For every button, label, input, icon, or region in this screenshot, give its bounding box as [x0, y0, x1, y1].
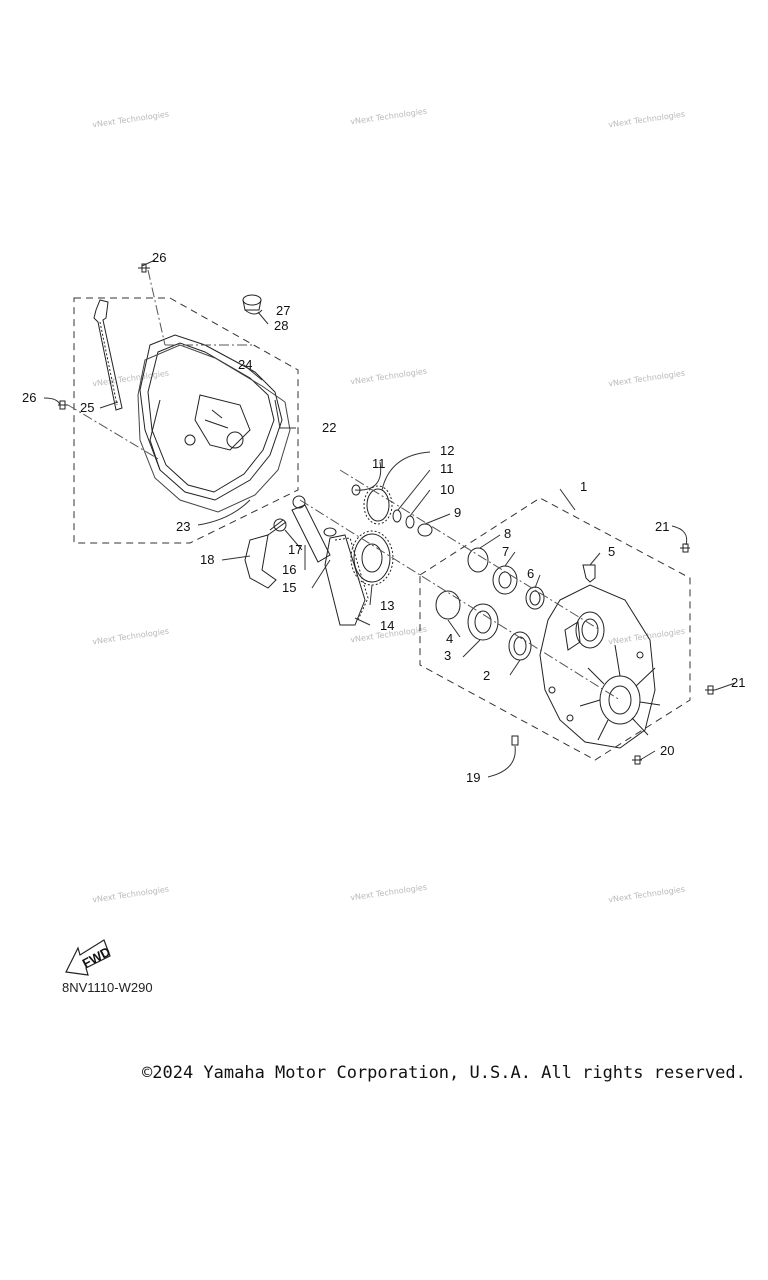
callout-14: 14: [380, 618, 394, 633]
ring-part: [417, 523, 433, 537]
diagram-code: 8NV1110-W290: [62, 980, 153, 995]
breather-part: [582, 564, 596, 583]
bolt-part: [511, 735, 519, 746]
callout-16: 16: [282, 562, 296, 577]
callout-27: 27: [276, 303, 290, 318]
callout-18: 18: [200, 552, 214, 567]
timing-chain-part: [324, 534, 369, 626]
washer-part: [405, 515, 415, 529]
tensioner-part: [267, 495, 337, 563]
seal-2-part: [508, 631, 532, 661]
chain-guide-part: [244, 534, 277, 589]
callout-21a: 21: [655, 519, 669, 534]
gear-12-part: [363, 485, 393, 525]
fwd-label: FWD: [80, 944, 113, 971]
fwd-arrow-icon: FWD: [65, 939, 113, 976]
plug-part: [242, 294, 262, 311]
assembly-1-boundary: [419, 497, 691, 761]
o-ring-part: [467, 547, 489, 573]
callout-8: 8: [504, 526, 511, 541]
bolt-part: [705, 685, 715, 695]
callout-23: 23: [176, 519, 190, 534]
callout-9: 9: [454, 505, 461, 520]
dipstick-part: [93, 299, 123, 411]
callout-2: 2: [483, 668, 490, 683]
circlip-part: [392, 509, 402, 523]
callout-26a: 26: [152, 250, 166, 265]
callout-28: 28: [274, 318, 288, 333]
bearing-3-part: [467, 603, 499, 641]
callout-21b: 21: [731, 675, 745, 690]
callouts: 1 2 3 4 5 6 7 8 9 10 11 11 12 13 14 15 1…: [22, 250, 745, 785]
callout-22: 22: [322, 420, 336, 435]
callout-3: 3: [444, 648, 451, 663]
bolt-part: [680, 543, 690, 553]
callout-24: 24: [238, 357, 252, 372]
callout-7: 7: [502, 544, 509, 559]
callout-17: 17: [288, 542, 302, 557]
callout-19: 19: [466, 770, 480, 785]
callout-4: 4: [446, 631, 453, 646]
callout-26b: 26: [22, 390, 36, 405]
copyright-text: ©2024 Yamaha Motor Corporation, U.S.A. A…: [142, 1063, 746, 1083]
callout-5: 5: [608, 544, 615, 559]
callout-15: 15: [282, 580, 296, 595]
gasket-part: [137, 344, 291, 513]
bolt-part: [138, 263, 150, 273]
callout-11a: 11: [372, 456, 386, 471]
callout-6: 6: [527, 566, 534, 581]
callout-12: 12: [440, 443, 454, 458]
callout-1: 1: [580, 479, 587, 494]
callout-13: 13: [380, 598, 394, 613]
left-cover-part: [139, 334, 283, 501]
callout-11b: 11: [440, 461, 454, 476]
bearing-7-part: [492, 565, 518, 595]
gear-13-part: [350, 530, 394, 586]
o-ring-part: [435, 590, 461, 620]
right-case-part: [539, 584, 661, 749]
callout-25: 25: [80, 400, 94, 415]
assembly-22-boundary: [73, 297, 299, 544]
callout-10: 10: [440, 482, 454, 497]
callout-20: 20: [660, 743, 674, 758]
